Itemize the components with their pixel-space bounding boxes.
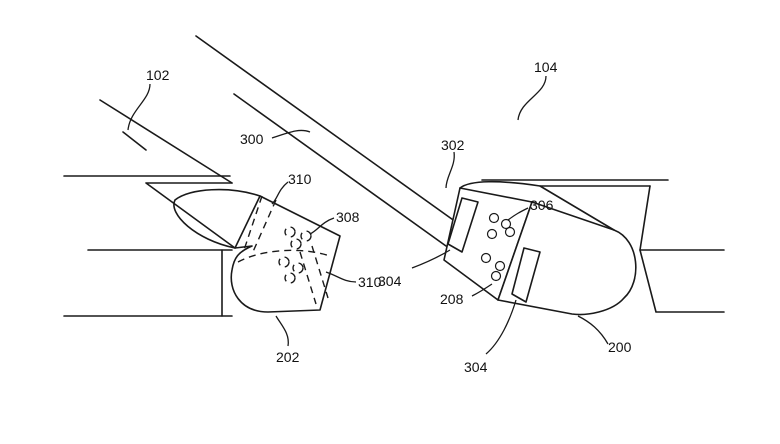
leader-306 xyxy=(507,207,529,221)
label-104: 104 xyxy=(534,59,558,75)
label-300: 300 xyxy=(240,131,264,147)
right-insert-end-face xyxy=(497,201,637,316)
right-connector-dot xyxy=(504,226,516,238)
label-308: 308 xyxy=(336,209,360,225)
left-hinge-band xyxy=(145,182,236,249)
leader-202 xyxy=(275,315,289,347)
label-208: 208 xyxy=(440,291,464,307)
leader-304-bottom xyxy=(485,299,517,355)
right-body-right-a xyxy=(639,185,725,251)
left-dashed-contact-a xyxy=(243,195,263,251)
left-dashed-contact-d xyxy=(311,245,329,299)
left-insert-top-face xyxy=(230,195,341,313)
leader-310-top xyxy=(271,181,289,205)
left-dashed-contact-c xyxy=(299,251,317,305)
right-insert-top xyxy=(459,180,615,231)
right-connector-dot xyxy=(490,270,502,282)
leader-310-side xyxy=(325,271,357,283)
leader-104 xyxy=(517,75,547,121)
left-dashed-curve xyxy=(237,249,331,263)
left-connector-dot xyxy=(284,226,296,238)
leader-304-left xyxy=(411,249,451,269)
label-200: 200 xyxy=(608,339,632,355)
left-connector-dot xyxy=(284,272,296,284)
leader-lines xyxy=(127,75,609,355)
left-insert-cylinder xyxy=(173,188,261,249)
left-connector-dot xyxy=(300,230,312,242)
left-connector-dot xyxy=(292,262,304,274)
right-connector-dot xyxy=(486,228,498,240)
label-304-bottom: 304 xyxy=(464,359,488,375)
left-connector-dot xyxy=(290,238,302,250)
leader-102 xyxy=(127,83,151,131)
right-device xyxy=(443,179,725,316)
right-slot-left xyxy=(447,197,479,253)
left-dashed-contact-b xyxy=(251,199,277,255)
leader-200 xyxy=(577,315,609,345)
reference-numerals: 102 104 300 302 310 308 310 306 304 208 … xyxy=(146,59,632,375)
left-strap-upper xyxy=(99,99,233,184)
right-connector-dot xyxy=(500,218,512,230)
right-slot-bottom xyxy=(511,247,541,303)
leader-308 xyxy=(309,217,335,235)
left-connector-dot xyxy=(278,256,290,268)
right-connector-dot xyxy=(488,212,500,224)
label-310-side: 310 xyxy=(358,274,382,290)
right-body-right-b xyxy=(639,249,725,313)
leader-302 xyxy=(445,151,455,189)
label-202: 202 xyxy=(276,349,300,365)
strap-300 xyxy=(99,35,457,247)
right-connector-dot xyxy=(480,252,492,264)
left-strap-lower xyxy=(122,131,147,151)
label-102: 102 xyxy=(146,67,170,83)
strap-lower-line xyxy=(233,93,447,247)
leader-208 xyxy=(471,283,493,297)
label-310-top: 310 xyxy=(288,171,312,187)
label-306: 306 xyxy=(530,197,554,213)
left-device xyxy=(63,175,341,317)
label-304-left: 304 xyxy=(378,273,402,289)
right-connector-dot xyxy=(494,260,506,272)
strap-upper-line xyxy=(195,35,457,223)
leader-300 xyxy=(271,129,311,139)
label-302: 302 xyxy=(441,137,465,153)
